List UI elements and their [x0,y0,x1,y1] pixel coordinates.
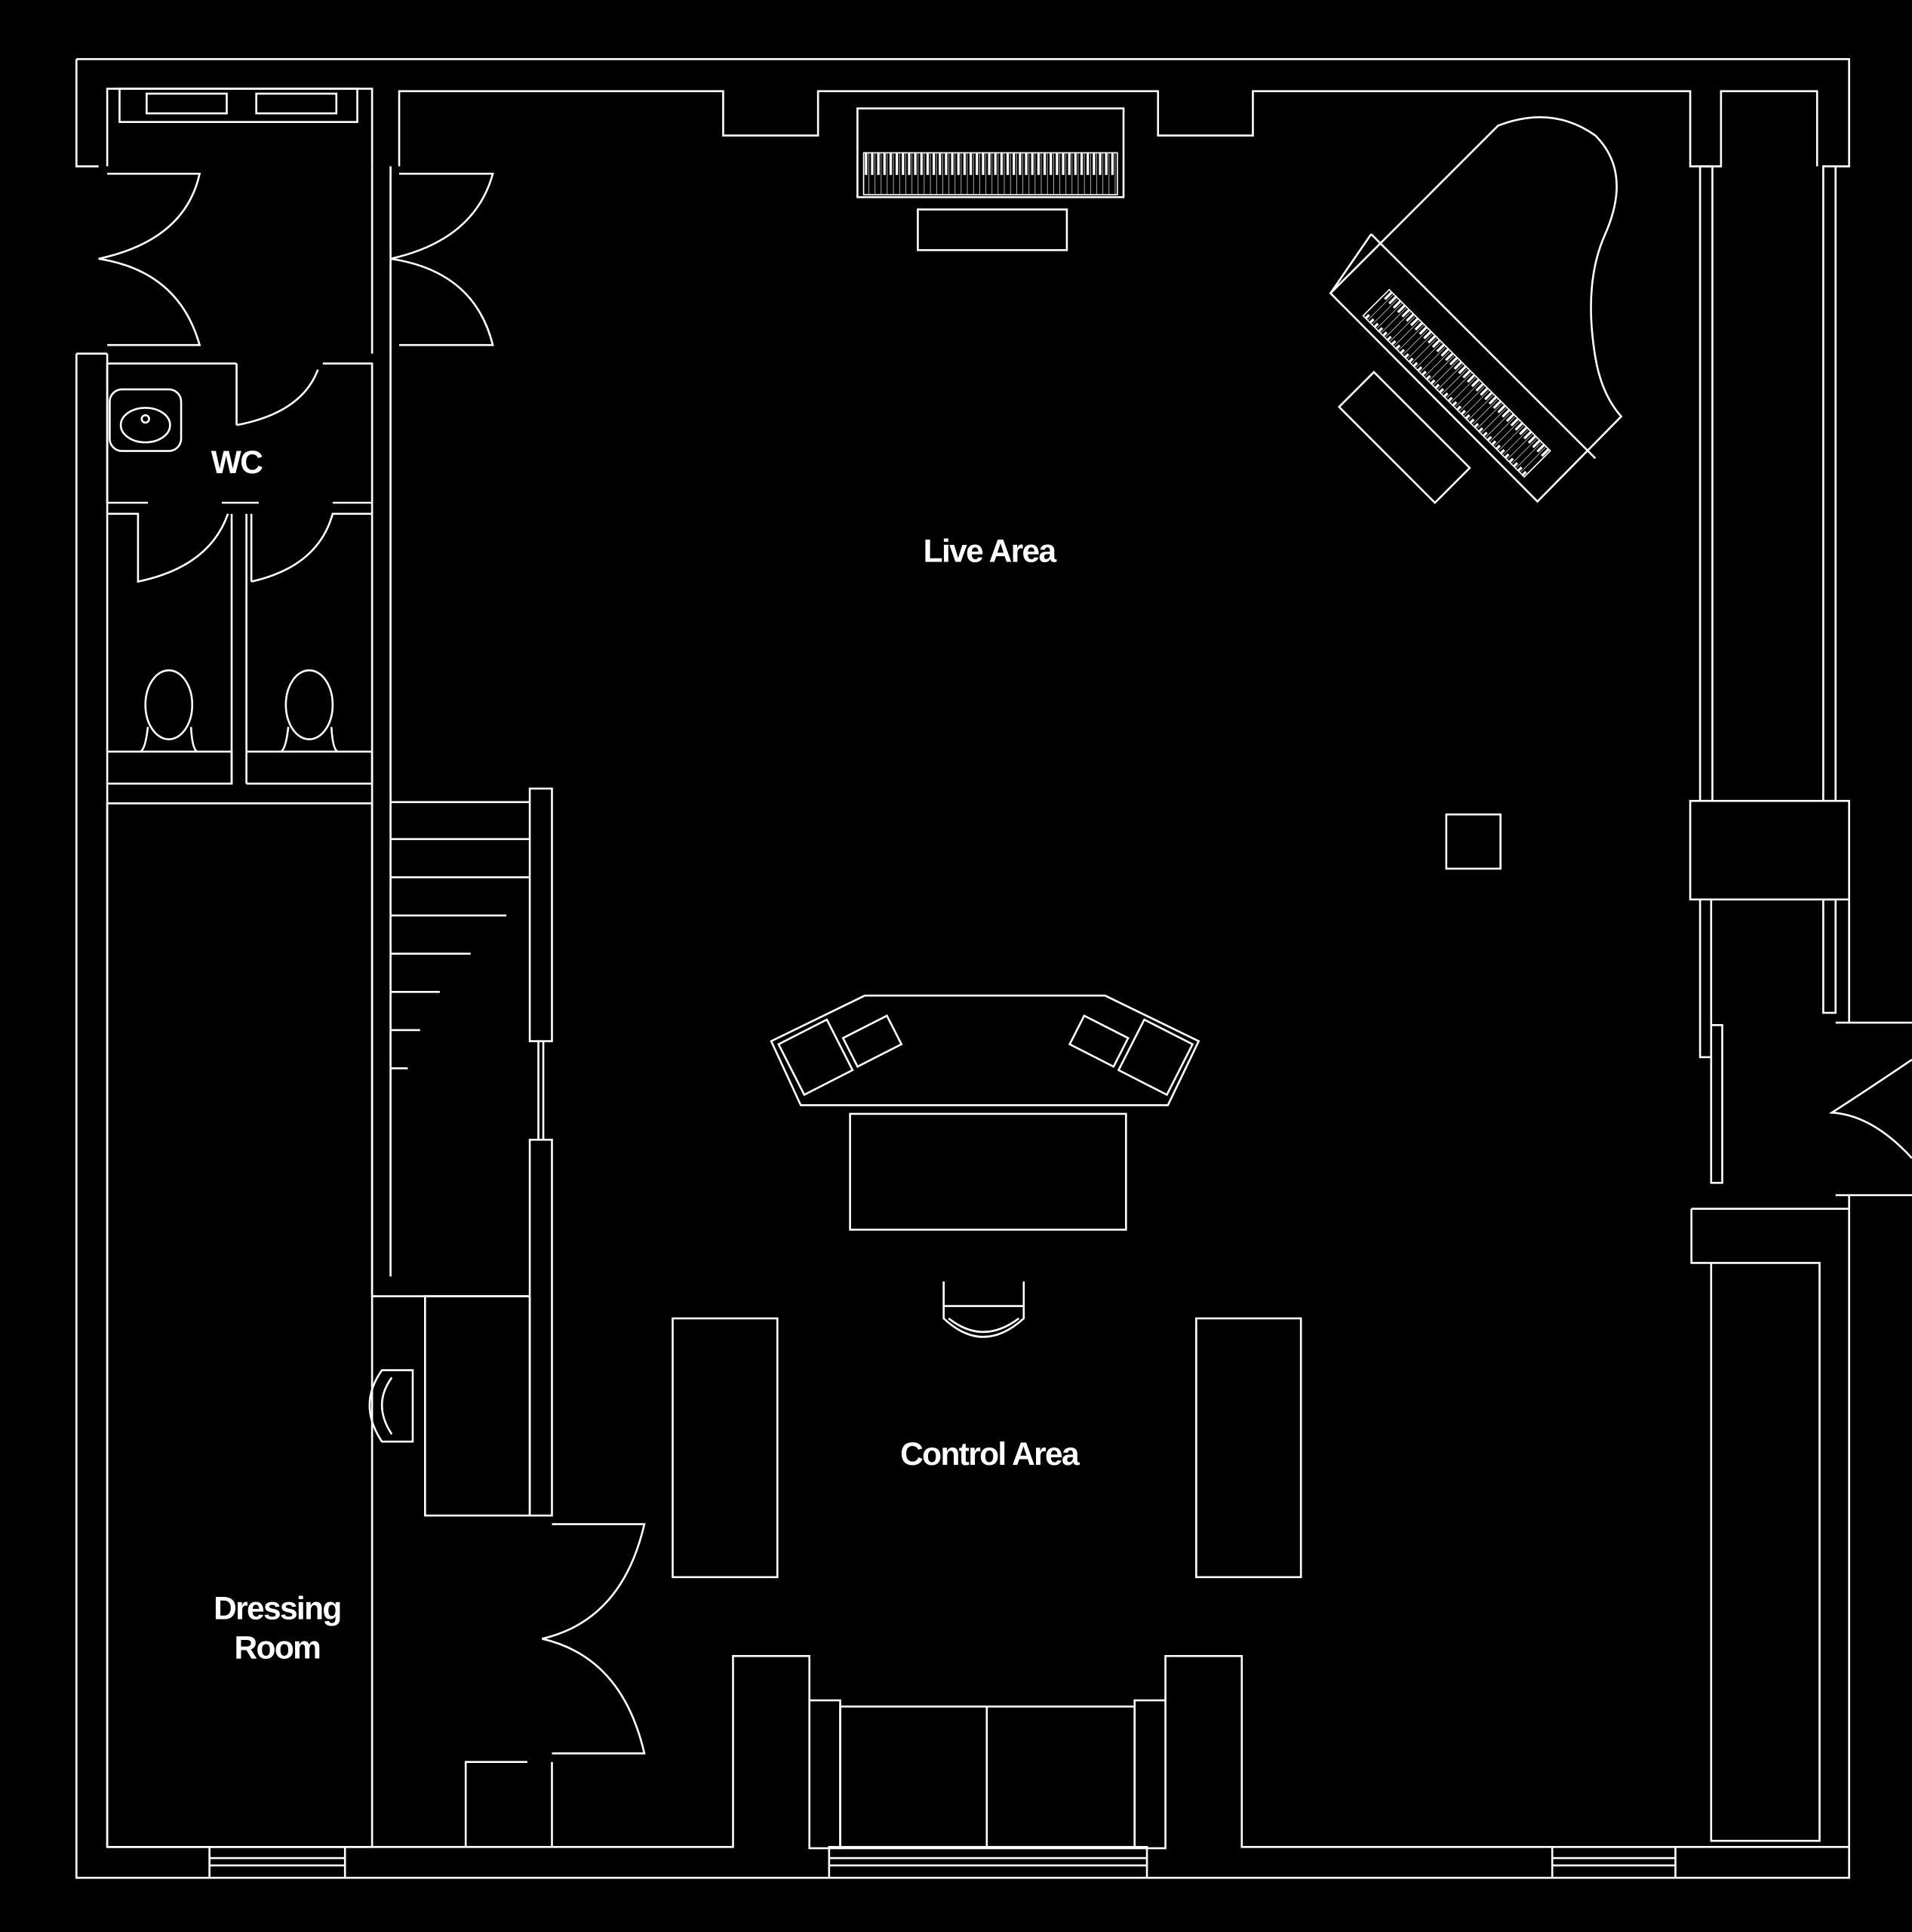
mixing-console [672,994,1302,1579]
room-label-live-area: Live Area [924,533,1057,568]
right-storage [1690,1208,1849,1842]
room-label-wc: WC [211,445,263,480]
dressing-room: Dressing Room [106,802,531,1848]
column [1445,813,1502,870]
right-windows [1689,165,1850,1184]
sink-icon [109,388,183,452]
chair-icon [368,1369,414,1443]
bottom-windows [208,1846,1677,1879]
grand-piano-icon [1329,116,1623,505]
toilet-icon [284,669,334,740]
room-label-control-area: Control Area [900,1436,1080,1472]
sofa-icon [808,1699,1167,1850]
right-door [1828,1021,1912,1196]
toilet-icon [144,669,194,740]
speaker-left [672,1317,779,1579]
speaker-right [1195,1317,1302,1579]
dressing-door [542,1523,646,1755]
upright-piano-icon [856,107,1125,251]
entry-vestibule [76,88,494,365]
chair-icon [942,1281,1025,1338]
wc-area: WC [106,353,530,1297]
room-label-dressing-2: Room [235,1630,321,1666]
room-label-dressing-1: Dressing [214,1590,341,1626]
stairs [390,787,553,1517]
